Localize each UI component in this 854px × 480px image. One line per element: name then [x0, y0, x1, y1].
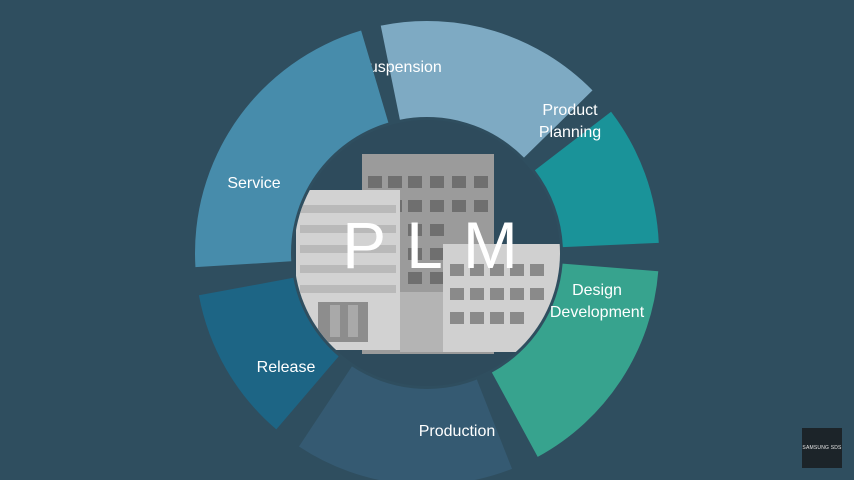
segment-product-planning-shape — [534, 111, 659, 248]
samsung-sds-logo: SAMSUNG SDS — [802, 428, 842, 468]
segment-production-label: Production — [419, 423, 496, 440]
segment-product-planning-label: Product — [542, 102, 598, 119]
segment-release: Release — [198, 277, 339, 430]
segment-release-label: Release — [257, 359, 316, 376]
segment-release-shape — [198, 277, 339, 430]
plm-title: PLM — [342, 208, 538, 282]
segment-service-shape — [195, 30, 389, 268]
segment-product-planning-label: Planning — [539, 124, 601, 141]
segment-design-development-label: Design — [572, 282, 622, 299]
segment-suspension-shape — [380, 21, 593, 158]
segment-production: Production — [298, 366, 513, 480]
segment-design-development-shape — [491, 263, 659, 457]
segment-design-development-label: Development — [550, 304, 645, 321]
buildings-illustration — [296, 154, 560, 354]
center-circle: PLM — [294, 120, 560, 386]
lifecycle-ring: SuspensionProductPlanningDesignDevelopme… — [195, 21, 659, 480]
segment-suspension: Suspension — [358, 21, 593, 158]
segment-suspension-label: Suspension — [358, 59, 442, 76]
segment-service-label: Service — [227, 175, 280, 192]
segment-production-shape — [298, 366, 513, 480]
segment-service: Service — [195, 30, 389, 268]
